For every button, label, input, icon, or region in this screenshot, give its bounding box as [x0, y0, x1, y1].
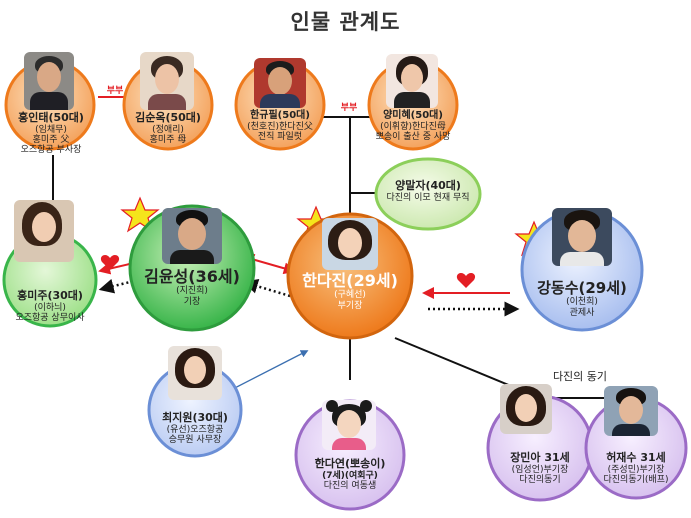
jang-mina-text: 장민아 31세 (임성언)부기장 다진의동기	[492, 451, 588, 485]
yang-malja-name: 양말자(40대)	[395, 179, 461, 192]
hong-miju-name: 홍미주(30대)	[17, 289, 83, 302]
yang-mihye-desc1: 뽀송이 출산 중 사망	[375, 131, 451, 142]
yang-mihye-text: 양미혜(50대) (이휘향)한다진母 뽀송이 출산 중 사망	[358, 110, 468, 142]
dajin-peers-label: 다진의 동기	[552, 370, 608, 383]
kim-sunok-desc1: 홍미주 母	[149, 134, 187, 145]
kim-sunok-text: 김순옥(50대) (정애리) 홍미주 母	[118, 111, 218, 145]
kang-dongsu-desc1: 관제사	[569, 307, 595, 318]
hong-miju-actor: (이하늬)	[34, 302, 66, 313]
han-gyupil-text: 한규필(50대) (천호진)한다진父 전직 파일럿	[226, 110, 334, 142]
heo-jaesu-actor: (주성민)부기장	[607, 464, 665, 475]
heart-icon	[456, 273, 476, 288]
han-dayeon-text: 한다연(뽀송이) (7세)(여회구) 다진의 여동생	[298, 457, 402, 491]
photo-hong-miju	[14, 200, 74, 262]
photo-han-gyupil	[254, 58, 306, 108]
choi-jiwon-text: 최지원(30대) (유선)오즈항공 승무원 사무장	[145, 411, 245, 445]
yang-malja-text: 양말자(40대) 다진의 이모 현재 무직	[376, 179, 480, 203]
han-gyupil-name: 한규필(50대)	[250, 110, 310, 121]
heo-jaesu-text: 허재수 31세 (주성민)부기장 다진의동기(배프)	[588, 451, 684, 485]
diagram-title: 인물 관계도	[290, 10, 401, 34]
arrow-yunseong-dajin-red	[242, 253, 296, 275]
photo-han-dayeon	[322, 400, 376, 450]
photo-han-dajin	[322, 218, 378, 270]
choi-jiwon-desc1: 승무원 사무장	[168, 434, 222, 445]
photo-kang-dongsu	[552, 208, 612, 266]
hong-intae-actor: (임채무)	[35, 124, 67, 135]
node-kim-yunseong	[128, 204, 256, 332]
kang-dongsu-text: 강동수(29세) (이천희) 관제사	[522, 279, 642, 318]
choi-jiwon-name: 최지원(30대)	[162, 411, 228, 424]
line-jiwon-to-dajin	[224, 350, 309, 394]
yang-malja-desc1: 다진의 이모 현재 무직	[386, 192, 470, 203]
photo-choi-jiwon	[168, 346, 222, 400]
choi-jiwon-actor: (유선)오즈항공	[166, 424, 224, 435]
hong-intae-text: 홍인태(50대) (임채무) 홍미주 父 오즈항공 부사장	[0, 111, 102, 156]
couple-label-hong: 부부	[106, 86, 124, 96]
couple-label-han: 부부	[340, 103, 358, 113]
node-yang-malja	[374, 157, 482, 231]
kang-dongsu-name: 강동수(29세)	[537, 279, 627, 297]
kim-sunok-name: 김순옥(50대)	[135, 111, 201, 124]
hong-intae-desc1: 홍미주 父	[32, 134, 70, 145]
kim-sunok-actor: (정애리)	[152, 124, 184, 135]
yang-mihye-name: 양미혜(50대)	[383, 110, 443, 121]
jang-mina-desc1: 다진의동기	[519, 474, 561, 485]
arrow-dajin-to-yunseong-dotted	[242, 278, 291, 298]
photo-kim-sunok	[140, 52, 194, 110]
han-gyupil-desc1: 전직 파일럿	[257, 131, 303, 142]
han-dayeon-name: 한다연(뽀송이)	[314, 457, 386, 470]
han-gyupil-actor: (천호진)한다진父	[247, 121, 313, 132]
han-dajin-name: 한다진(29세)	[302, 271, 398, 290]
kim-yunseong-name: 김윤성(36세)	[144, 267, 240, 286]
hong-intae-desc2: 오즈항공 부사장	[20, 145, 82, 156]
kim-yunseong-desc1: 기장	[183, 296, 201, 307]
yang-mihye-actor: (이휘향)한다진母	[380, 121, 446, 132]
photo-hong-intae	[24, 52, 74, 110]
jang-mina-actor: (임성언)부기장	[511, 464, 569, 475]
hearts	[100, 255, 476, 288]
heo-jaesu-desc1: 다진의동기(배프)	[603, 474, 669, 485]
hong-miju-text: 홍미주(30대) (이하늬) 오즈항공 상무이사	[0, 289, 100, 323]
kang-dongsu-actor: (이천희)	[566, 297, 598, 308]
photo-yang-mihye	[386, 54, 438, 108]
han-dayeon-desc1: 다진의 여동생	[323, 480, 377, 491]
photo-heo-jaesu	[604, 386, 658, 436]
kim-yunseong-actor: (지진희)	[176, 286, 208, 297]
han-dayeon-actor: (7세)(여회구)	[322, 470, 378, 481]
hong-intae-name: 홍인태(50대)	[18, 111, 84, 124]
heart-icon	[100, 255, 120, 270]
node-han-dajin	[286, 212, 414, 340]
heo-jaesu-name: 허재수 31세	[606, 451, 666, 464]
kim-yunseong-text: 김윤성(36세) (지진희) 기장	[132, 267, 252, 307]
photo-kim-yunseong	[162, 208, 222, 264]
photo-jang-mina	[500, 384, 552, 434]
han-dajin-actor: (구혜선)	[334, 290, 366, 301]
jang-mina-name: 장민아 31세	[510, 451, 570, 464]
hong-miju-desc1: 오즈항공 상무이사	[15, 312, 85, 323]
han-dajin-desc1: 부기장	[337, 300, 363, 311]
han-dajin-text: 한다진(29세) (구혜선) 부기장	[290, 271, 410, 311]
